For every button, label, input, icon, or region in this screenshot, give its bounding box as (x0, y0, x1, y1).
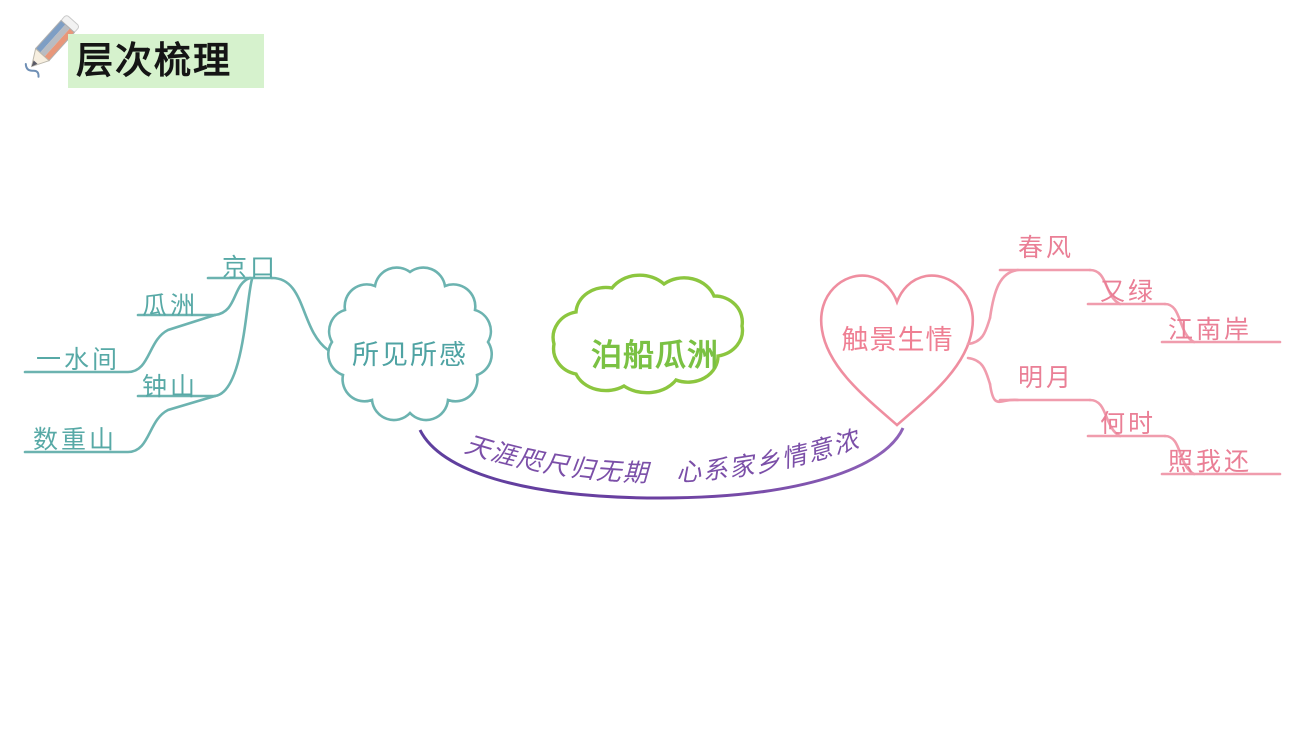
left-branch-label-zhongshan: 钟山 (142, 374, 199, 401)
header-highlight (68, 34, 264, 88)
heart-label: 触景生情 (841, 325, 954, 355)
right-branch-label-mingyue: 明月 (1018, 365, 1075, 392)
bottom-arc-line (418, 427, 905, 500)
left-branch-label-jingkou: 京口 (222, 255, 279, 282)
right-branch-label-youlv: 又绿 (1100, 279, 1157, 306)
right-branch-label-heshi: 何时 (1100, 411, 1157, 438)
bottom-arc-textpath: 天涯咫尺归无期 心系家乡情意浓 (462, 426, 863, 488)
center-cloud-shape (551, 273, 745, 395)
page-title: 层次梳理 (76, 40, 232, 81)
heart-shape (819, 274, 975, 427)
center-node-label: 泊船瓜洲 (591, 338, 719, 373)
bottom-arc-text: 天涯咫尺归无期 心系家乡情意浓 (462, 426, 865, 488)
right-branch-label-chunfeng: 春风 (1018, 235, 1075, 262)
pencil-icon (24, 15, 80, 78)
right-branch-lines (966, 268, 1282, 476)
right-branch-label-zhaowohuan: 照我还 (1168, 449, 1253, 476)
left-branch-label-guazhou: 瓜洲 (142, 293, 199, 320)
right-branch-label-jiangnanan: 江南岸 (1168, 317, 1253, 344)
left-cloud-label: 所见所感 (352, 340, 468, 370)
left-branch-label-yishuijian: 一水间 (36, 347, 121, 374)
left-cloud-shape (327, 266, 493, 422)
left-branch-lines (23, 276, 330, 454)
left-branch-label-shuchongshan: 数重山 (33, 427, 118, 454)
